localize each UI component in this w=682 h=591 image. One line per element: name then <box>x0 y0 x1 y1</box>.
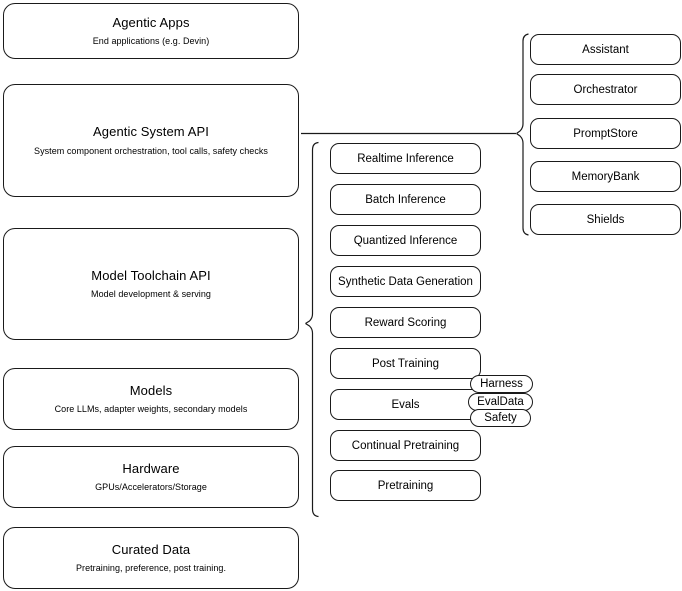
evals-chip-harness[interactable]: Harness <box>470 375 533 393</box>
stack-layer-curated-data[interactable]: Curated Data Pretraining, preference, po… <box>3 527 299 589</box>
stack-layer-agentic-apps[interactable]: Agentic Apps End applications (e.g. Devi… <box>3 3 299 59</box>
capability-synthetic-data-generation[interactable]: Synthetic Data Generation <box>330 266 481 297</box>
stack-layer-title: Curated Data <box>111 541 191 557</box>
capability-continual-pretraining[interactable]: Continual Pretraining <box>330 430 481 461</box>
evals-chip-safety[interactable]: Safety <box>470 409 531 427</box>
capability-label: Synthetic Data Generation <box>338 275 473 288</box>
stack-layer-model-toolchain-api[interactable]: Model Toolchain API Model development & … <box>3 228 299 340</box>
stack-layer-subtitle: Core LLMs, adapter weights, secondary mo… <box>54 404 248 414</box>
capability-batch-inference[interactable]: Batch Inference <box>330 184 481 215</box>
system-component-assistant[interactable]: Assistant <box>530 34 681 65</box>
capability-label: Batch Inference <box>365 193 446 206</box>
stack-layer-hardware[interactable]: Hardware GPUs/Accelerators/Storage <box>3 446 299 508</box>
capability-label: Post Training <box>371 357 440 370</box>
capability-label: Quantized Inference <box>353 234 458 247</box>
capability-label: Realtime Inference <box>357 152 454 165</box>
capability-label: Continual Pretraining <box>351 439 460 452</box>
stack-layer-title: Hardware <box>122 460 180 476</box>
evals-chip-label: Safety <box>484 412 517 424</box>
system-component-label: MemoryBank <box>571 170 640 183</box>
stack-layer-subtitle: End applications (e.g. Devin) <box>92 36 210 46</box>
stack-layer-title: Agentic System API <box>93 124 209 140</box>
capability-reward-scoring[interactable]: Reward Scoring <box>330 307 481 338</box>
evals-chip-label: EvalData <box>477 396 524 408</box>
stack-layer-subtitle: System component orchestration, tool cal… <box>34 145 268 156</box>
stack-layer-subtitle: Model development & serving <box>91 289 211 299</box>
capability-evals[interactable]: Evals <box>330 389 481 420</box>
system-component-label: Orchestrator <box>573 83 638 96</box>
stack-layer-agentic-system-api[interactable]: Agentic System API System component orch… <box>3 84 299 197</box>
capability-label: Reward Scoring <box>364 316 447 329</box>
system-component-shields[interactable]: Shields <box>530 204 681 235</box>
stack-layer-subtitle: Pretraining, preference, post training. <box>75 563 227 573</box>
capability-realtime-inference[interactable]: Realtime Inference <box>330 143 481 174</box>
stack-layer-title: Agentic Apps <box>112 14 190 30</box>
capability-label: Evals <box>391 398 420 411</box>
stack-layer-title: Model Toolchain API <box>91 267 211 283</box>
bracket-system-components <box>516 33 529 236</box>
system-component-memorybank[interactable]: MemoryBank <box>530 161 681 192</box>
stack-layer-subtitle: GPUs/Accelerators/Storage <box>95 482 207 492</box>
system-component-label: Shields <box>586 213 625 226</box>
evals-chip-label: Harness <box>480 378 523 390</box>
system-component-promptstore[interactable]: PromptStore <box>530 118 681 149</box>
stack-layer-models[interactable]: Models Core LLMs, adapter weights, secon… <box>3 368 299 430</box>
bracket-toolchain-capabilities <box>305 141 319 518</box>
system-component-orchestrator[interactable]: Orchestrator <box>530 74 681 105</box>
stack-layer-title: Models <box>129 382 173 398</box>
capability-quantized-inference[interactable]: Quantized Inference <box>330 225 481 256</box>
capability-pretraining[interactable]: Pretraining <box>330 470 481 501</box>
capability-label: Pretraining <box>377 479 434 492</box>
system-component-label: Assistant <box>582 43 629 56</box>
capability-post-training[interactable]: Post Training <box>330 348 481 379</box>
system-component-label: PromptStore <box>573 127 638 140</box>
evals-chip-evaldata[interactable]: EvalData <box>468 393 533 411</box>
